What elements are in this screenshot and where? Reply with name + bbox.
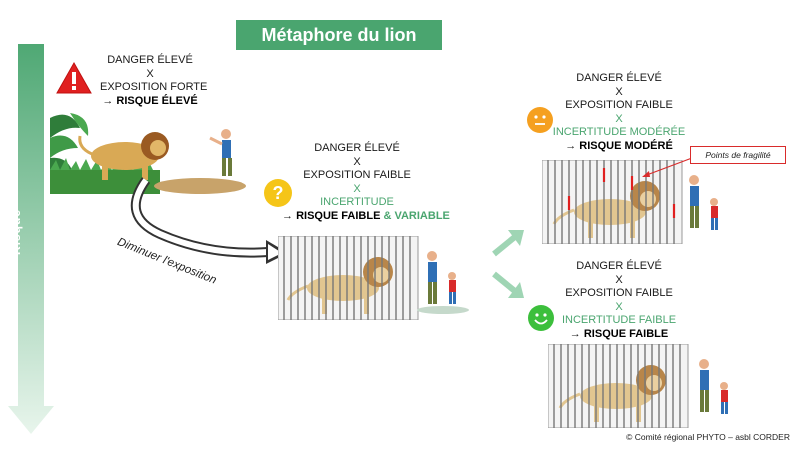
callout-pointer: [642, 157, 693, 177]
arrow-down-right: [492, 271, 524, 298]
scenario-low-text: DANGER ÉLEVÉ X EXPOSITION FAIBLE X INCER…: [561, 260, 677, 340]
fragility-callout: Points de fragilité: [690, 146, 786, 164]
caged-lion-scene-fragile: [542, 160, 718, 244]
risk-axis-label: Risque: [9, 208, 23, 256]
curved-arrow: [130, 177, 288, 264]
caged-lion-scene-low: [548, 344, 728, 428]
svg-text:?: ?: [273, 183, 284, 203]
warning-triangle-icon: [56, 62, 92, 94]
scenario-middle-text: DANGER ÉLEVÉ X EXPOSITION FAIBLE X INCER…: [282, 142, 450, 222]
risk-axis-arrow: [8, 44, 54, 434]
scenario-moderate-text: DANGER ÉLEVÉ X EXPOSITION FAIBLE X INCER…: [552, 72, 686, 152]
copyright-text: © Comité régional PHYTO – asbl CORDER: [626, 432, 790, 442]
page-title: Métaphore du lion: [236, 20, 442, 50]
scenario-high-text: DANGER ÉLEVÉ X EXPOSITION FORTE → RISQUE…: [100, 54, 208, 107]
caged-lion-scene-middle: [278, 236, 469, 320]
arrow-up-right: [492, 230, 524, 257]
neutral-face-icon: [527, 107, 553, 133]
question-mark-icon: ?: [264, 179, 292, 207]
lion-jungle-scene: [50, 108, 246, 194]
smiling-face-icon: [528, 305, 554, 331]
